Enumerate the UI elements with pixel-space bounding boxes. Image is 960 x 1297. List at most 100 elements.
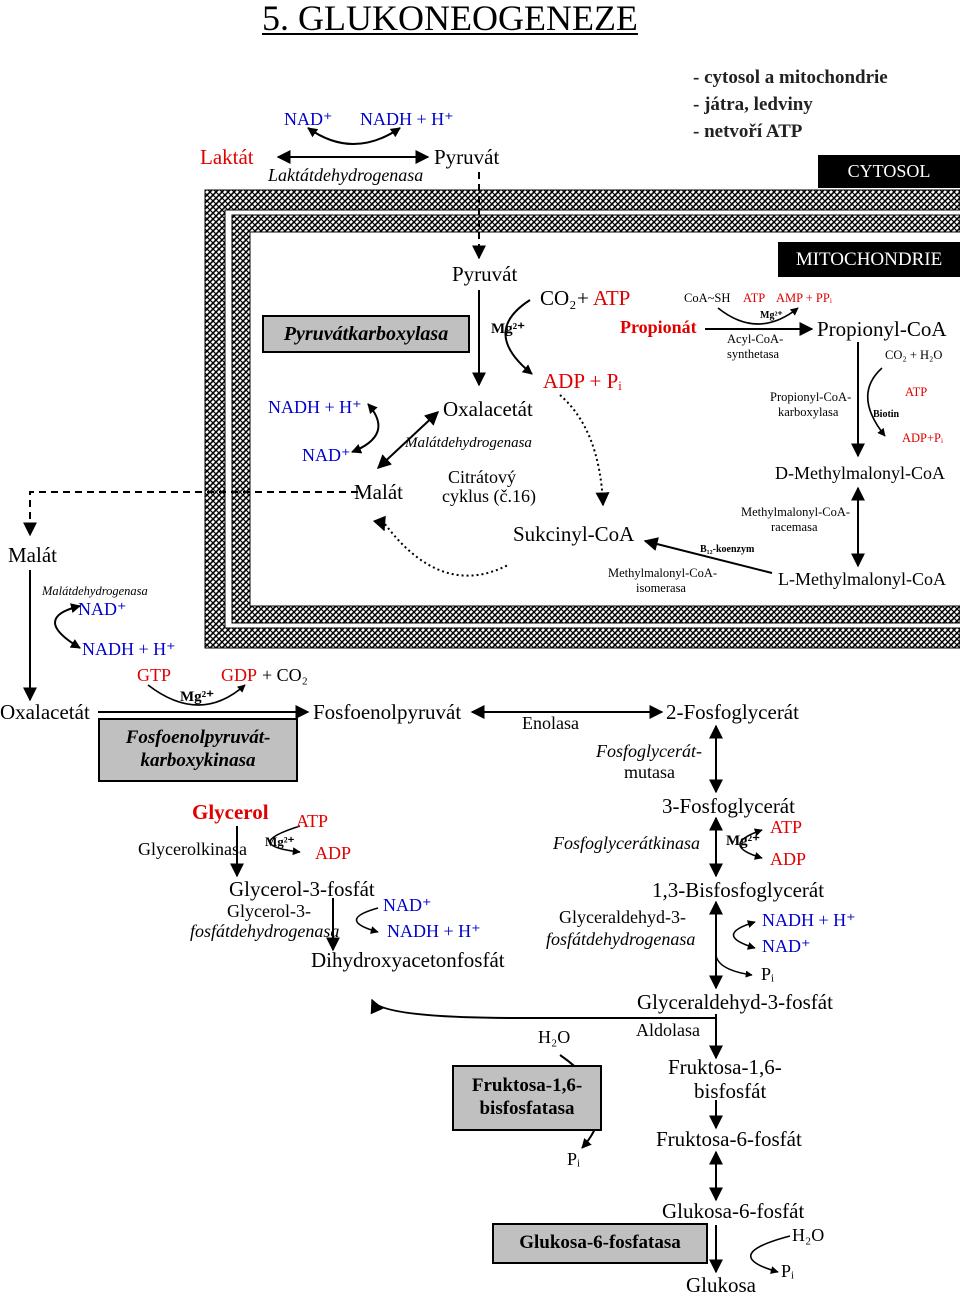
glucose-6-phosphate: Glukosa-6-fosfát xyxy=(662,1199,805,1223)
pgk-enzyme: Fosfoglycerátkinasa xyxy=(553,833,700,853)
glucose: Glukosa xyxy=(686,1273,756,1297)
nad-mdh-cytosol: NAD⁺ xyxy=(78,599,127,619)
malate-cytosol: Malát xyxy=(8,543,57,567)
adp-pgk: ADP xyxy=(770,849,807,869)
mdh-mito-enzyme: Malátdehydrogenasa xyxy=(405,435,532,451)
pepck-box-label: Fosfoenolpyruvát- karboxykinasa xyxy=(125,727,271,771)
nadh-gapdh: NADH + H⁺ xyxy=(762,910,856,930)
lactate-nadh: NADH + H⁺ xyxy=(360,109,454,129)
nad-mdh-mito: NAD⁺ xyxy=(302,445,351,465)
mg-gk: Mg²⁺ xyxy=(265,834,295,849)
racemase-2: racemasa xyxy=(771,520,818,534)
atp-gk: ATP xyxy=(296,811,329,831)
isomerase-2: isomerasa xyxy=(636,581,686,595)
adp-gk: ADP xyxy=(315,843,352,863)
pi-gapdh: Pᵢ xyxy=(761,964,774,984)
glycerol-kinase: Glycerolkinasa xyxy=(138,839,247,859)
fructose-1-6-bisphosphate-1: Fruktosa-1,6- xyxy=(668,1055,782,1079)
oxaloacetate-mito: Oxalacetát xyxy=(443,397,533,421)
propionyl-coa: Propionyl-CoA xyxy=(817,317,947,341)
co2-h2o: CO₂ + H₂O xyxy=(885,348,943,362)
gtp: GTP xyxy=(137,665,172,685)
pyruvate-mito: Pyruvát xyxy=(452,262,518,286)
gdp: GDP xyxy=(221,665,258,685)
succinyl-coa: Sukcinyl-CoA xyxy=(513,522,635,546)
inner-membrane xyxy=(231,214,960,624)
g3pdh-enzyme-2: fosfátdehydrogenasa xyxy=(190,921,340,941)
pgm-enzyme-1: Fosfoglycerát- xyxy=(596,741,702,761)
adp-pi-pc: ADP + Pᵢ xyxy=(543,369,622,393)
h2o-fbpase: H₂O xyxy=(538,1027,571,1047)
mg-pepck: Mg²⁺ xyxy=(180,689,215,705)
nad-g3pdh: NAD⁺ xyxy=(383,895,432,915)
gapdh-enzyme-2: fosfátdehydrogenasa xyxy=(546,929,696,949)
lactate-nad: NAD⁺ xyxy=(284,109,333,129)
h2o-g6pase: H₂O xyxy=(792,1225,825,1245)
propionate: Propionát xyxy=(620,317,697,337)
acylcoa-synthetase-1: Acyl-CoA- xyxy=(727,332,784,346)
nadh-g3pdh: NADH + H⁺ xyxy=(387,921,481,941)
amp-ppi: AMP + PPᵢ xyxy=(776,291,832,305)
1-3-bisphosphoglycerate: 1,3-Bisfosfoglycerát xyxy=(652,878,825,902)
fbpase-box-label: Fruktosa-1,6- bisfosfatasa xyxy=(471,1075,583,1119)
acylcoa-synthetase-2: synthetasa xyxy=(727,347,780,361)
page-title: 5. GLUKONEOGENEZE xyxy=(262,0,638,38)
malate-mito: Malát xyxy=(354,480,403,504)
mitochondria-label: MITOCHONDRIE xyxy=(778,242,960,277)
pgm-enzyme-2: mutasa xyxy=(624,762,675,782)
ldh-enzyme: Laktátdehydrogenasa xyxy=(268,165,424,185)
cytosol-label: CYTOSOL xyxy=(818,155,960,188)
biotin: Biotin xyxy=(873,409,900,420)
phosphoenolpyruvate: Fosfoenolpyruvát xyxy=(313,700,462,724)
2-phosphoglycerate: 2-Fosfoglycerát xyxy=(666,700,799,724)
nadh-mdh-cytosol: NADH + H⁺ xyxy=(82,639,176,659)
racemase-1: Methylmalonyl-CoA- xyxy=(741,505,851,519)
g3pdh-enzyme-1: Glycerol-3- xyxy=(227,901,311,921)
lactate: Laktát xyxy=(200,145,254,169)
co2-pc: CO₂ xyxy=(540,286,577,310)
mg-pgk: Mg²⁺ xyxy=(726,833,761,849)
atp-acyl: ATP xyxy=(743,291,766,305)
d-methylmalonyl-coa: D-Methylmalonyl-CoA xyxy=(775,463,945,483)
g6pase-box: Glukosa-6-fosfatasa xyxy=(492,1223,708,1264)
nad-gapdh: NAD⁺ xyxy=(762,936,811,956)
citric-cycle-label: Citrátový xyxy=(448,467,516,487)
mg-acyl: Mg²⁺ xyxy=(760,310,783,321)
note-compartments: - cytosol a mitochondrie xyxy=(693,67,888,88)
atp-pc: ATP xyxy=(593,286,631,310)
note-atp: - netvoří ATP xyxy=(693,121,803,142)
pyruvate-carboxylase-box: Pyruvátkarboxylasa xyxy=(262,315,470,353)
glyceraldehyde-3-phosphate: Glyceraldehyd-3-fosfát xyxy=(637,990,833,1014)
note-organs: - játra, ledviny xyxy=(693,94,813,115)
fructose-1-6-bisphosphate-2: bisfosfát xyxy=(694,1079,767,1103)
glycerol: Glycerol xyxy=(192,800,269,824)
pepck-box: Fosfoenolpyruvát- karboxykinasa xyxy=(98,718,298,782)
outer-membrane xyxy=(204,189,960,649)
oxaloacetate-cytosol: Oxalacetát xyxy=(0,700,90,724)
gapdh-enzyme-1: Glyceraldehyd-3- xyxy=(559,907,686,927)
pcc-enzyme-2: karboxylasa xyxy=(778,405,839,419)
atp-pcc: ATP xyxy=(905,385,928,399)
pyruvate-cytosol: Pyruvát xyxy=(434,145,500,169)
3-phosphoglycerate: 3-Fosfoglycerát xyxy=(662,794,795,818)
co2-pepck: + CO₂ xyxy=(262,665,308,685)
pi-fbpase: Pᵢ xyxy=(567,1149,580,1169)
mg-pc: Mg²⁺ xyxy=(491,321,526,337)
atp-pgk: ATP xyxy=(770,817,803,837)
adp-pi-pcc: ADP+Pᵢ xyxy=(902,431,944,445)
pi-g6pase: Pᵢ xyxy=(781,1261,794,1281)
b12-coenzyme: B₁₂-koenzym xyxy=(700,544,755,555)
isomerase-1: Methylmalonyl-CoA- xyxy=(608,566,718,580)
dihydroxyacetone-phosphate: Dihydroxyacetonfosfát xyxy=(311,948,505,972)
plus-pc: + xyxy=(577,286,589,310)
l-methylmalonyl-coa: L-Methylmalonyl-CoA xyxy=(778,569,946,589)
nadh-mdh-mito: NADH + H⁺ xyxy=(268,397,362,417)
fbpase-box: Fruktosa-1,6- bisfosfatasa xyxy=(452,1065,602,1131)
glycerol-3-phosphate: Glycerol-3-fosfát xyxy=(229,877,375,901)
enolase: Enolasa xyxy=(522,713,579,733)
mdh-cytosol-enzyme: Malátdehydrogenasa xyxy=(42,584,148,598)
citric-cycle-number: cyklus (č.16) xyxy=(442,486,536,506)
pcc-enzyme-1: Propionyl-CoA- xyxy=(770,390,852,404)
fructose-6-phosphate: Fruktosa-6-fosfát xyxy=(656,1127,802,1151)
